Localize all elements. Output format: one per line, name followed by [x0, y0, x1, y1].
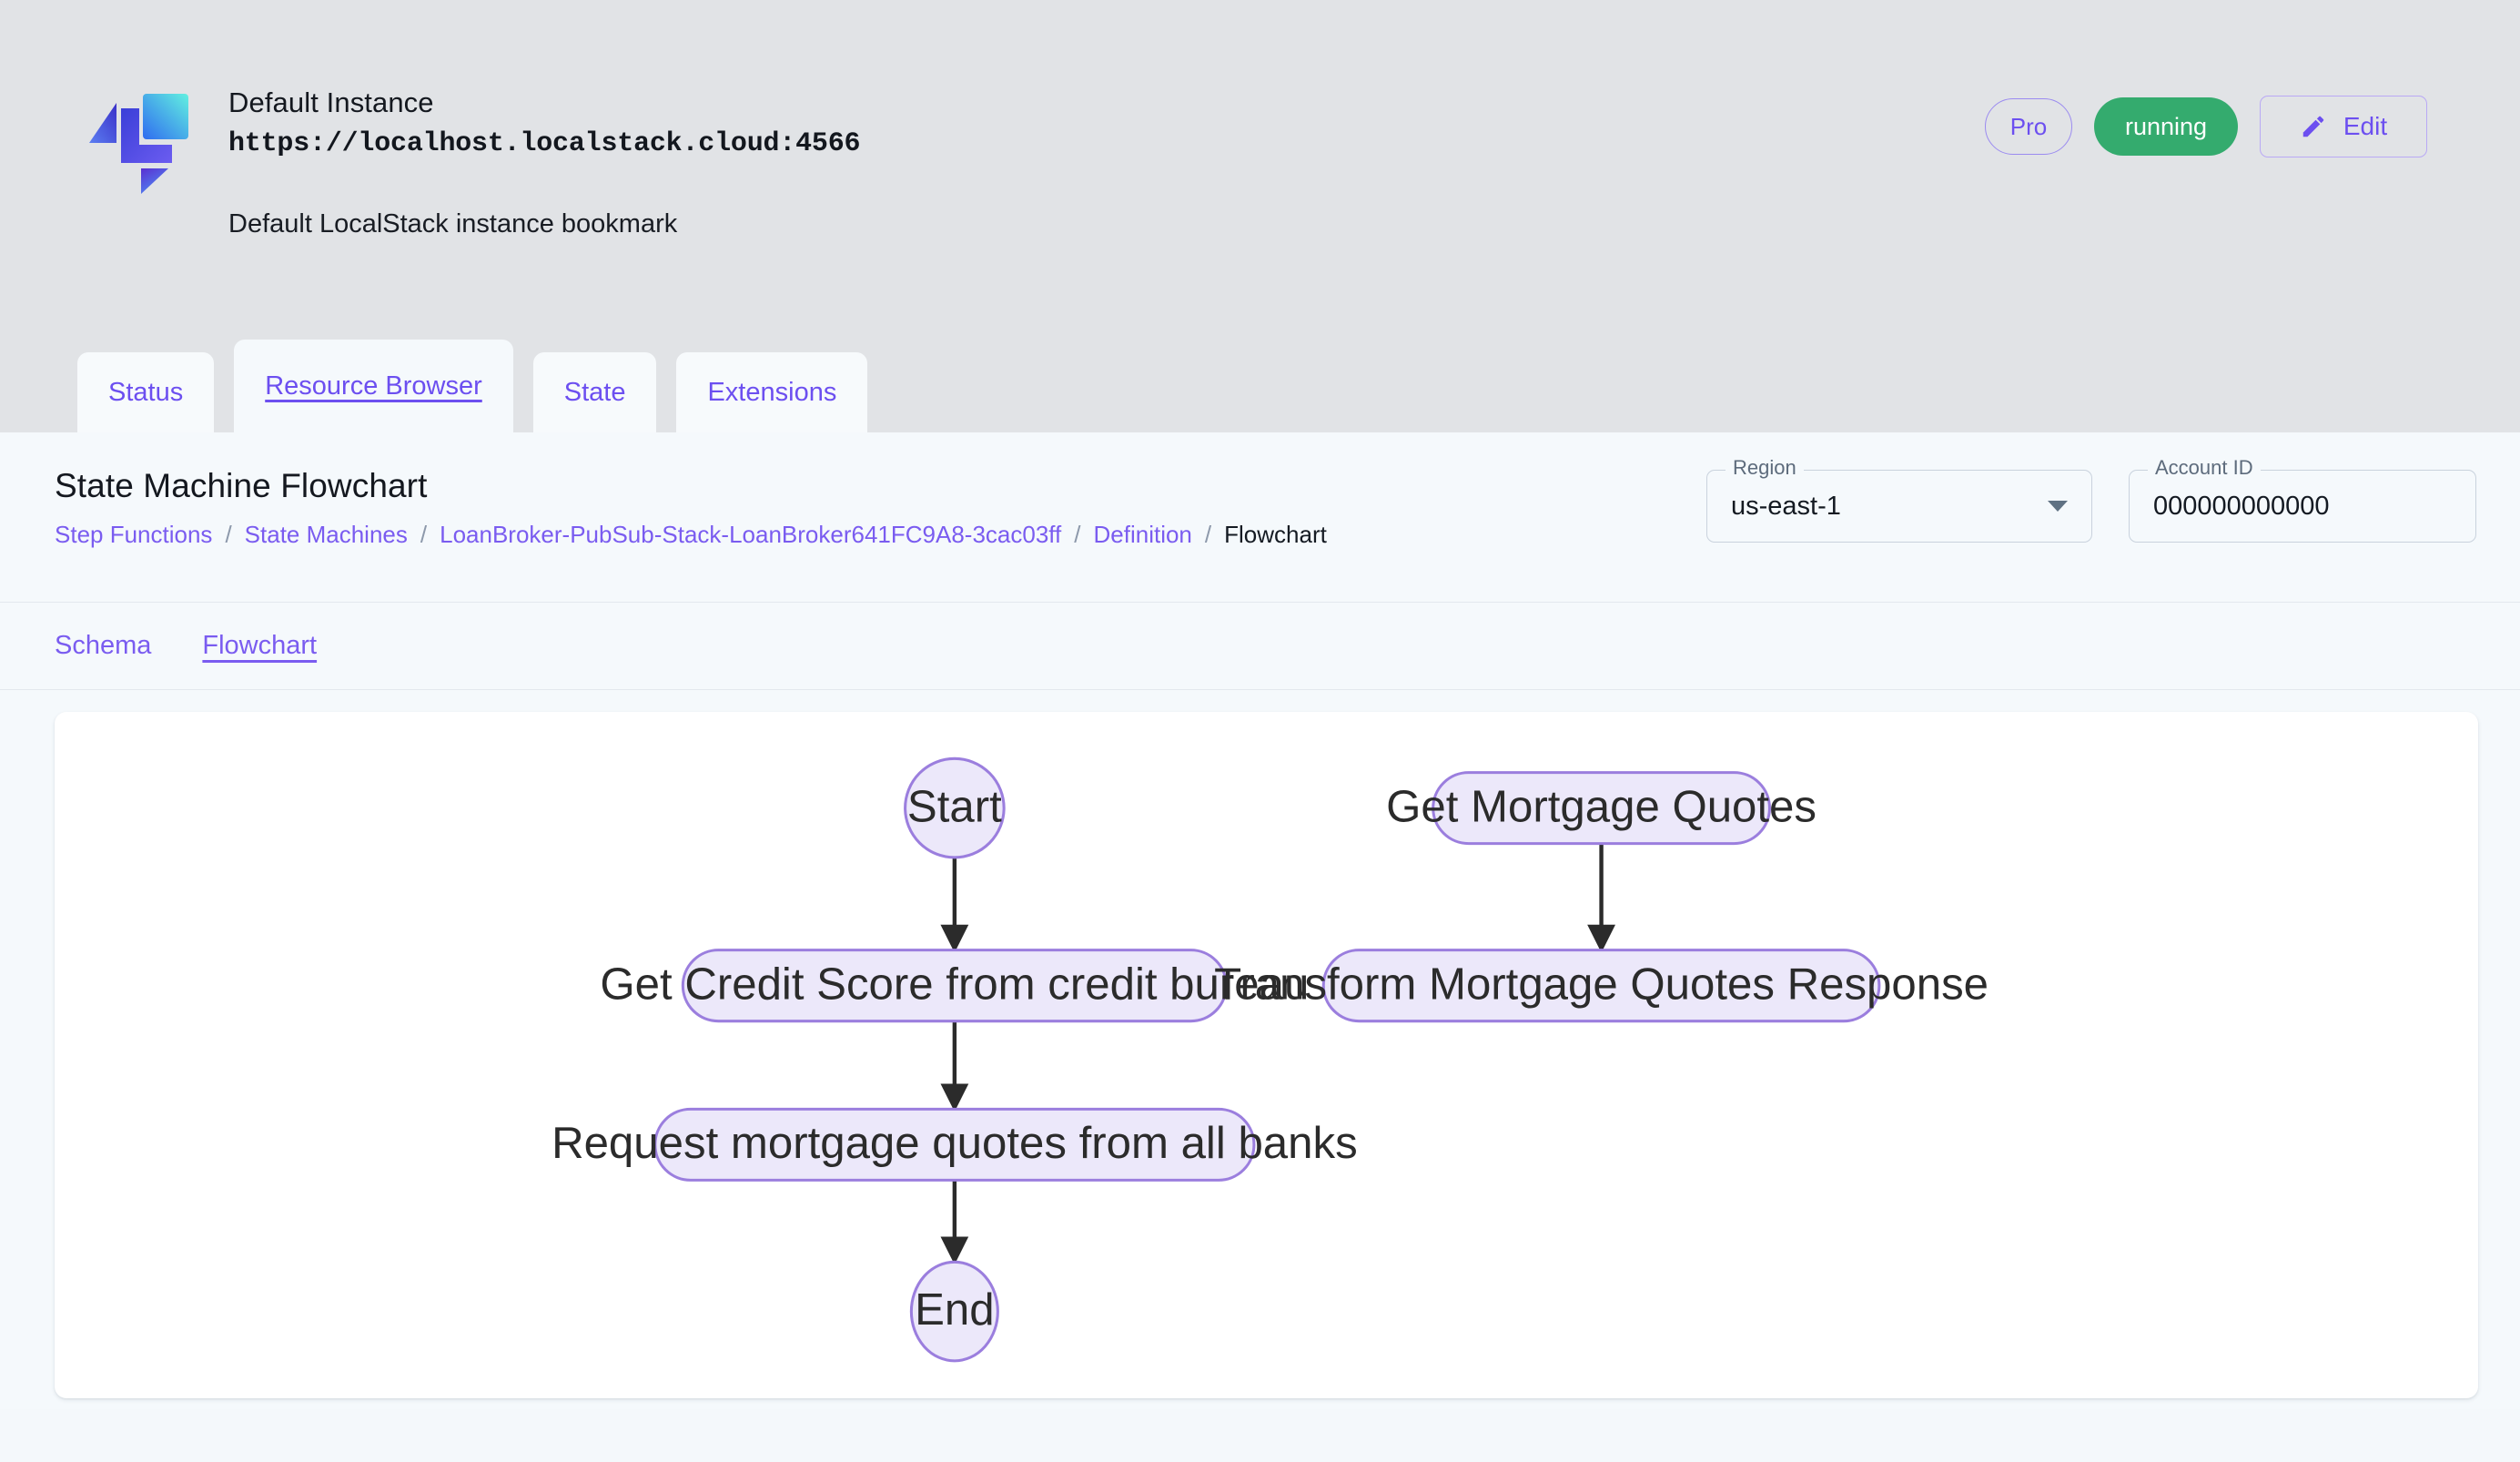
region-label: Region — [1726, 458, 1804, 478]
tab-extensions-label: Extensions — [707, 377, 837, 407]
breadcrumb-item-step-functions[interactable]: Step Functions — [55, 521, 213, 548]
flow-node-end[interactable]: End — [909, 1260, 999, 1363]
main-tabs: Status Resource Browser State Extensions — [77, 332, 868, 432]
page-header: State Machine Flowchart Step Functions /… — [0, 432, 2520, 603]
breadcrumb-separator: / — [1204, 521, 1212, 548]
tab-resource-browser[interactable]: Resource Browser — [234, 340, 513, 432]
flow-node-quotes[interactable]: Get Mortgage Quotes — [1386, 771, 1817, 846]
localstack-logo — [86, 86, 194, 196]
header-actions: Pro running Edit — [1985, 96, 2427, 157]
tab-resource-browser-label: Resource Browser — [265, 371, 482, 401]
account-id-value: 000000000000 — [2153, 491, 2330, 521]
sub-tab-schema[interactable]: Schema — [55, 631, 152, 660]
breadcrumb-separator: / — [420, 521, 428, 548]
pencil-icon — [2300, 113, 2327, 140]
sub-tab-flowchart[interactable]: Flowchart — [202, 631, 318, 660]
breadcrumb: Step Functions / State Machines / LoanBr… — [55, 521, 2520, 549]
instance-endpoint: https://localhost.localstack.cloud:4566 — [228, 127, 861, 159]
flow-node-shape — [1321, 949, 1881, 1023]
sub-tabs: Schema Flowchart — [0, 603, 2520, 690]
breadcrumb-item-flowchart: Flowchart — [1224, 521, 1327, 548]
tab-extensions[interactable]: Extensions — [676, 352, 868, 432]
instance-header: Default Instance https://localhost.local… — [0, 0, 2520, 432]
chevron-down-icon[interactable] — [2048, 501, 2068, 512]
breadcrumb-item-definition[interactable]: Definition — [1093, 521, 1192, 548]
breadcrumb-separator: / — [225, 521, 232, 548]
flow-node-request[interactable]: Request mortgage quotes from all banks — [552, 1107, 1358, 1182]
breadcrumb-separator: / — [1074, 521, 1081, 548]
pro-badge[interactable]: Pro — [1985, 98, 2072, 155]
instance-description: Default LocalStack instance bookmark — [228, 208, 678, 239]
breadcrumb-item-state-machines[interactable]: State Machines — [244, 521, 408, 548]
edit-button[interactable]: Edit — [2260, 96, 2427, 157]
flow-node-label: Get Credit Score from credit bureau — [600, 959, 1309, 1009]
selectors: Region us-east-1 Account ID 000000000000 — [1706, 458, 2476, 543]
tab-state-label: State — [563, 377, 626, 407]
flow-node-label: End — [915, 1284, 994, 1335]
tab-status-label: Status — [108, 377, 184, 407]
instance-name: Default Instance — [228, 86, 434, 118]
tab-status[interactable]: Status — [77, 352, 215, 432]
flow-node-label: Get Mortgage Quotes — [1386, 781, 1817, 831]
edit-button-label: Edit — [2343, 112, 2388, 140]
flow-node-start[interactable]: Start — [904, 756, 1006, 859]
flow-node-shape — [681, 949, 1228, 1023]
flow-node-shape — [653, 1107, 1256, 1182]
status-badge: running — [2094, 97, 2238, 156]
page-title: State Machine Flowchart — [55, 467, 428, 504]
flow-node-shape — [904, 756, 1006, 859]
flow-node-label: Request mortgage quotes from all banks — [552, 1118, 1358, 1168]
flow-node-transform[interactable]: Transform Mortgage Quotes Response — [1214, 949, 1989, 1023]
region-select[interactable]: Region us-east-1 — [1706, 458, 2092, 543]
flow-node-label: Start — [907, 781, 1002, 831]
flow-node-credit[interactable]: Get Credit Score from credit bureau — [600, 949, 1309, 1023]
flow-node-shape — [1432, 771, 1771, 846]
region-value: us-east-1 — [1731, 491, 1841, 521]
account-id-label: Account ID — [2148, 458, 2261, 478]
account-id-field[interactable]: Account ID 000000000000 — [2129, 458, 2476, 543]
tab-state[interactable]: State — [532, 352, 657, 432]
flow-node-shape — [909, 1260, 999, 1363]
flow-node-label: Transform Mortgage Quotes Response — [1214, 959, 1989, 1009]
breadcrumb-item-state-machine-name[interactable]: LoanBroker-PubSub-Stack-LoanBroker641FC9… — [440, 521, 1062, 548]
